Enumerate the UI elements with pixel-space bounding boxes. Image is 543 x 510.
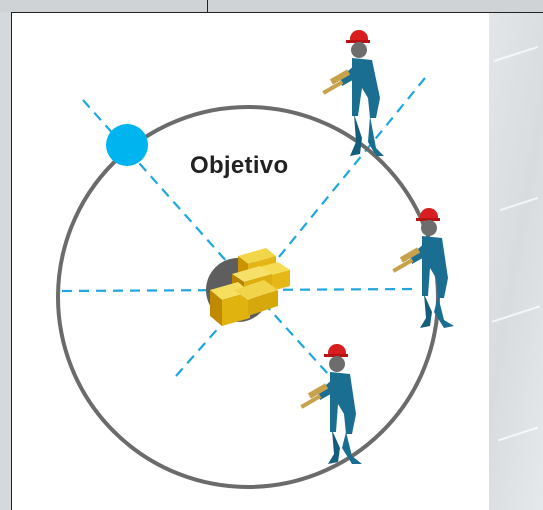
top-frame-bar <box>0 0 543 13</box>
blue-dot-marker <box>106 124 148 166</box>
marble-side-strip <box>489 13 543 510</box>
objective-label: Objetivo <box>190 152 289 179</box>
worker-with-drill-icon <box>392 207 454 328</box>
worker-with-drill-icon <box>300 343 362 464</box>
left-frame-bar <box>0 12 12 510</box>
dashed-line-upper-right <box>251 77 426 291</box>
worker-with-drill-icon <box>322 29 384 156</box>
gold-bars-icon <box>206 248 290 326</box>
dashed-line-lower-left <box>175 289 253 377</box>
frame-divider <box>207 0 208 12</box>
